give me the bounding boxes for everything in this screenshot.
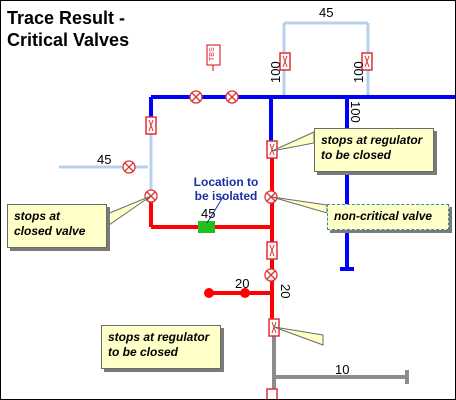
regulator-icon[interactable]: [145, 116, 157, 135]
location-label-line-2: be isolated: [194, 189, 258, 203]
label-100-a: 100: [268, 61, 283, 83]
label-20-vertical: 20: [278, 284, 293, 299]
valve-icon[interactable]: [225, 90, 239, 104]
label-top-45: 45: [319, 5, 334, 20]
location-label-line-1: Location to: [193, 175, 259, 189]
valve-icon[interactable]: [189, 90, 203, 104]
label-center-45: 45: [201, 206, 216, 221]
noncritical-valve-icon[interactable]: [264, 190, 278, 204]
label-100-b: 100: [351, 61, 366, 83]
tbs-station-icon[interactable]: [206, 44, 221, 71]
label-20-horizontal: 20: [235, 276, 250, 291]
location-leader-line: [206, 196, 224, 224]
pointer-closed-valve: [106, 195, 152, 226]
branch-nodes: [204, 288, 250, 298]
location-to-be-isolated-label: Location to be isolated: [181, 175, 271, 203]
tbs-label: TBS: [209, 47, 216, 61]
title-line-2: Critical Valves: [7, 30, 130, 50]
callout-regulator-top: stops at regulator to be closed: [314, 128, 434, 172]
label-100-c: 100: [348, 101, 363, 123]
title-line-1: Trace Result -: [7, 8, 126, 28]
callout-regulator-bottom: stops at regulator to be closed: [101, 325, 221, 369]
regulator-icon[interactable]: [266, 241, 278, 260]
regulator-icon[interactable]: [361, 52, 373, 71]
gray-pipes: [272, 331, 409, 399]
callout-closed-valve: stops at closed valve: [7, 204, 107, 248]
valve-icon[interactable]: [122, 160, 136, 174]
pointer-regulator-top: [271, 131, 315, 152]
callout-pointers: [106, 131, 328, 346]
isolated-location-marker[interactable]: [198, 221, 215, 233]
branch-node[interactable]: [240, 288, 250, 298]
regulator-icon[interactable]: [266, 388, 278, 400]
label-bottom-10: 10: [335, 362, 350, 377]
valve-icon[interactable]: [264, 268, 278, 282]
diagram-title: Trace Result - Critical Valves: [7, 7, 167, 51]
pointer-regulator-bottom: [273, 326, 324, 346]
valves: [122, 90, 278, 282]
pointer-noncritical: [271, 196, 328, 214]
branch-node[interactable]: [204, 288, 214, 298]
regulator-icon[interactable]: [279, 52, 291, 71]
label-left-45: 45: [97, 152, 112, 167]
callout-noncritical-valve: non-critical valve: [327, 204, 449, 230]
